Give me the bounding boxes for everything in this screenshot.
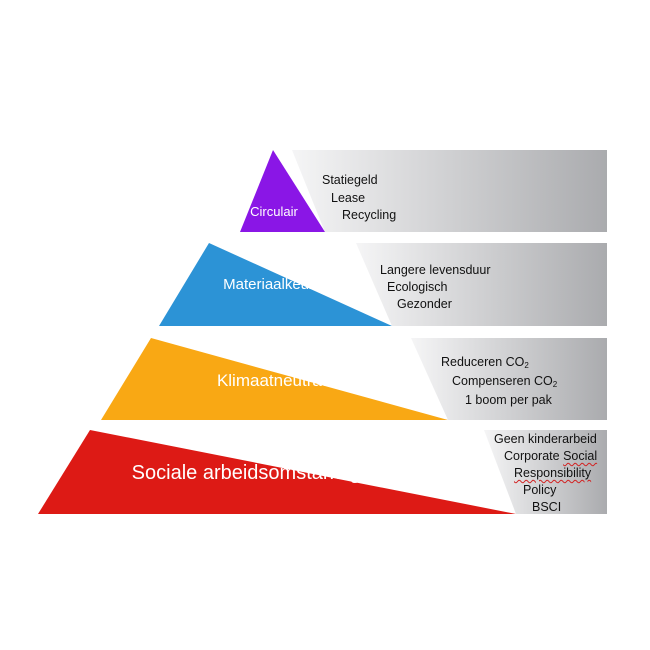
tier-label-circulair: Circulair [250,204,298,220]
subscript: 2 [524,361,529,370]
note-klimaatneutraal-2: Compenseren CO2 [452,374,558,389]
notes-panel-sociale [484,430,607,514]
notes-panels [292,150,607,514]
note-circulair-2: Lease [331,191,366,205]
note-materiaalkeuze-3: Gezonder [397,297,452,311]
notes-panel-klimaatneutraal [411,338,607,420]
pyramid-tier-sociale [38,430,516,514]
pyramid-tier-circulair [240,150,325,232]
note-circulair-3: Recycling [342,208,397,222]
tier-label-klimaatneutraal: Klimaatneutraal [216,370,336,390]
notes-panel-circulair [292,150,607,232]
spellcheck-underline: Responsibility [514,466,592,480]
tier-label-sociale: Sociale arbeidsomstandigheden [131,462,417,484]
spellcheck-underline: Social [563,449,598,463]
subscript: 2 [552,380,558,389]
pyramid-tiers [38,150,516,514]
note-klimaatneutraal-1: Reduceren CO2 [441,355,529,370]
note-sociale-3: Responsibility [514,466,591,480]
note-materiaalkeuze-1: Langere levensduur [380,263,491,277]
pyramid-tier-klimaatneutraal [101,338,448,420]
note-sociale-5: BSCI [532,500,562,514]
note-sociale-2: Corporate Social [504,449,598,463]
note-sociale-4: Policy [523,483,557,497]
note-materiaalkeuze-2: Ecologisch [387,280,448,294]
pyramid-tier-materiaalkeuze [159,243,392,326]
notes-panel-materiaalkeuze [356,243,607,326]
note-klimaatneutraal-3: 1 boom per pak [465,393,552,407]
note-circulair-1: Statiegeld [322,173,378,187]
note-sociale-1: Geen kinderarbeid [494,432,597,446]
tier-label-materiaalkeuze: Materiaalkeuze [223,276,325,293]
